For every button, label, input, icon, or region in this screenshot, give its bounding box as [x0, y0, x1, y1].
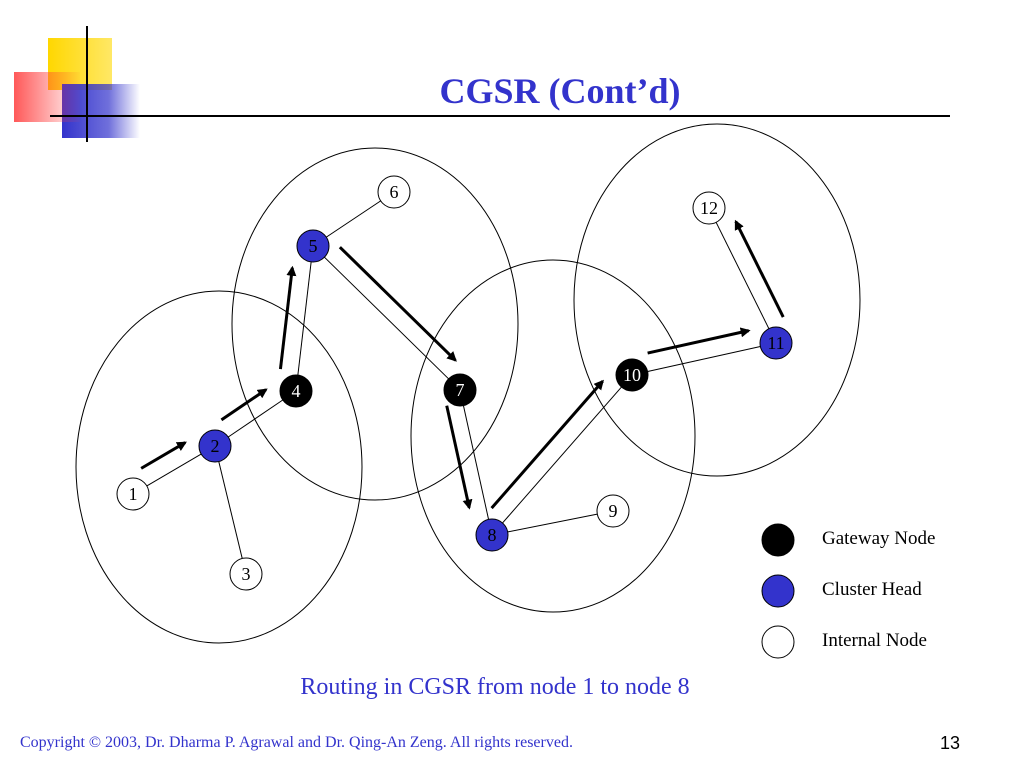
node-11-label: 11 — [767, 333, 784, 353]
cluster-ellipse-2 — [231, 147, 519, 501]
node-1-label: 1 — [129, 484, 138, 504]
link-11-12 — [715, 222, 770, 329]
node-7: 7 — [443, 373, 477, 407]
cluster-ellipses — [75, 123, 861, 644]
node-9-label: 9 — [609, 501, 618, 521]
node-6: 6 — [377, 175, 411, 209]
legend-label: Gateway Node — [822, 528, 935, 549]
node-5-label: 5 — [309, 236, 318, 256]
legend-swatch — [761, 574, 795, 608]
legend-item-gateway: Gateway Node — [761, 523, 935, 557]
node-5: 5 — [296, 229, 330, 263]
node-3-circle — [229, 557, 263, 591]
cluster-ellipse-3 — [410, 259, 696, 613]
node-8-label: 8 — [488, 525, 497, 545]
node-8-circle — [475, 518, 509, 552]
route-arrow-2-4 — [220, 388, 268, 422]
link-8-9 — [507, 513, 598, 533]
node-2: 2 — [198, 429, 232, 463]
cluster-ellipse-4 — [573, 123, 861, 477]
node-10-circle — [615, 358, 649, 392]
node-4: 4 — [279, 374, 313, 408]
node-8: 8 — [475, 518, 509, 552]
link-10-11 — [647, 345, 761, 373]
link-4-5 — [297, 261, 312, 376]
link-8-10 — [502, 386, 622, 524]
route-arrow-10-11 — [647, 327, 751, 355]
node-2-label: 2 — [211, 436, 220, 456]
logo-red-square — [14, 72, 80, 122]
node-4-label: 4 — [292, 381, 301, 401]
node-10-label: 10 — [623, 365, 641, 385]
route-arrow-11-12 — [734, 219, 785, 318]
route-arrow-7-8 — [445, 405, 473, 510]
node-2-circle — [198, 429, 232, 463]
node-3-label: 3 — [242, 564, 251, 584]
diagram-caption: Routing in CGSR from node 1 to node 8 — [300, 674, 690, 700]
node-6-circle — [377, 175, 411, 209]
legend-swatch — [761, 625, 795, 659]
legend-label: Cluster Head — [822, 579, 922, 600]
node-10: 10 — [615, 358, 649, 392]
logo-decoration — [14, 26, 950, 142]
link-5-6 — [326, 200, 381, 238]
node-1-circle — [116, 477, 150, 511]
link-7-8 — [462, 405, 490, 520]
node-6-label: 6 — [390, 182, 399, 202]
route-arrow-8-10 — [490, 379, 604, 510]
node-9-circle — [596, 494, 630, 528]
node-9: 9 — [596, 494, 630, 528]
link-1-2 — [146, 453, 202, 487]
node-5-circle — [296, 229, 330, 263]
copyright-footer: Copyright © 2003, Dr. Dharma P. Agrawal … — [20, 734, 573, 751]
route-arrow-1-2 — [140, 441, 187, 470]
node-3: 3 — [229, 557, 263, 591]
node-4-circle — [279, 374, 313, 408]
node-11: 11 — [759, 326, 793, 360]
cluster-ellipse-1 — [75, 290, 363, 644]
node-7-circle — [443, 373, 477, 407]
legend-label: Internal Node — [822, 630, 927, 651]
route-arrow-5-7 — [338, 246, 457, 362]
link-2-3 — [218, 461, 243, 559]
route-arrow-4-5 — [278, 265, 297, 370]
link-2-4 — [227, 399, 284, 438]
node-12-circle — [692, 191, 726, 225]
legend-item-cluster-head: Cluster Head — [761, 574, 922, 608]
link-5-7 — [324, 256, 449, 380]
legend-swatch — [761, 523, 795, 557]
node-12-label: 12 — [700, 198, 718, 218]
page-number: 13 — [940, 733, 961, 753]
links — [146, 200, 770, 559]
legend-item-internal: Internal Node — [761, 625, 927, 659]
node-7-label: 7 — [456, 380, 465, 400]
node-1: 1 — [116, 477, 150, 511]
page-title: CGSR (Cont’d) — [439, 71, 681, 111]
route-arrows — [140, 219, 785, 510]
node-12: 12 — [692, 191, 726, 225]
node-11-circle — [759, 326, 793, 360]
